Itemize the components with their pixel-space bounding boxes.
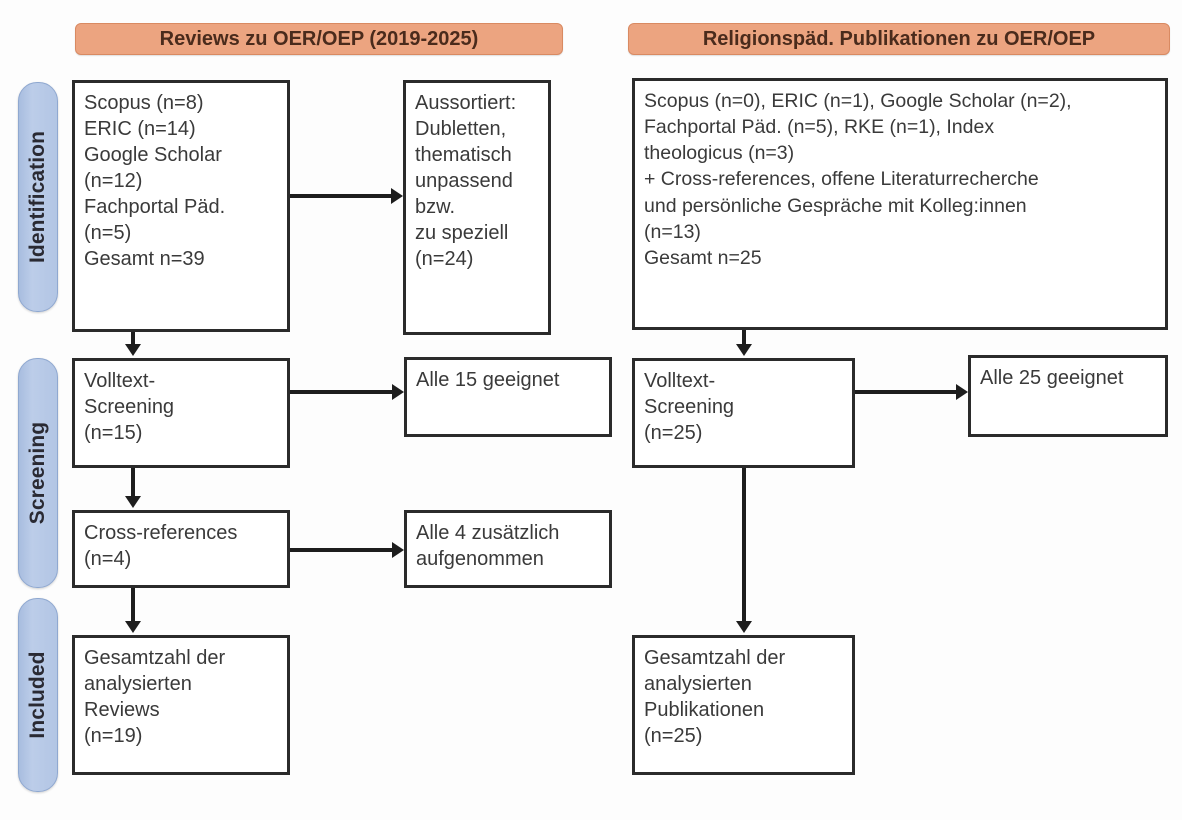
- connector-left-crossrefs-to-result: [290, 548, 392, 552]
- connector-right-sources-to-screening: [742, 330, 746, 346]
- arrowhead-right-sources-to-screening: [736, 344, 752, 356]
- phase-label-screening: Screening: [26, 421, 49, 525]
- box-left-fulltext-screening-text: Volltext- Screening (n=15): [84, 370, 175, 444]
- box-left-cross-result-text: Alle 4 zusätzlich aufgenommen: [416, 522, 560, 570]
- arrowhead-left-screening-to-result: [392, 384, 404, 400]
- phase-label-included: Included: [26, 651, 49, 739]
- box-left-excluded-text: Aussortiert: Dubletten, thematisch unpas…: [415, 92, 517, 270]
- connector-right-screening-to-result: [855, 390, 956, 394]
- box-right-included-total: Gesamtzahl der analysierten Publikatione…: [632, 635, 855, 775]
- connector-left-screening-to-crossrefs: [131, 468, 135, 498]
- column-header-reviews: Reviews zu OER/OEP (2019-2025): [75, 23, 563, 55]
- arrowhead-left-screening-to-crossrefs: [125, 496, 141, 508]
- box-left-fulltext-result: Alle 15 geeignet: [404, 357, 612, 437]
- box-left-fulltext-result-text: Alle 15 geeignet: [416, 369, 560, 391]
- box-left-cross-references-text: Cross-references (n=4): [84, 522, 238, 570]
- box-left-identification-sources: Scopus (n=8) ERIC (n=14) Google Scholar …: [72, 80, 290, 332]
- box-right-identification-sources: Scopus (n=0), ERIC (n=1), Google Scholar…: [632, 78, 1168, 330]
- arrowhead-left-sources-to-screening: [125, 344, 141, 356]
- column-header-publications-label: Religionspäd. Publikationen zu OER/OEP: [702, 27, 1096, 50]
- box-right-fulltext-screening-text: Volltext- Screening (n=25): [644, 370, 735, 444]
- column-header-publications: Religionspäd. Publikationen zu OER/OEP: [628, 23, 1170, 55]
- connector-left-crossrefs-to-included: [131, 588, 135, 623]
- box-left-included-total: Gesamtzahl der analysierten Reviews (n=1…: [72, 635, 290, 775]
- arrowhead-left-sources-to-excluded: [391, 188, 403, 204]
- box-left-fulltext-screening: Volltext- Screening (n=15): [72, 358, 290, 468]
- box-left-cross-references: Cross-references (n=4): [72, 510, 290, 588]
- box-left-included-total-text: Gesamtzahl der analysierten Reviews (n=1…: [84, 647, 226, 747]
- phase-pill-screening: Screening: [18, 358, 58, 588]
- connector-left-screening-to-result: [290, 390, 392, 394]
- box-right-fulltext-screening: Volltext- Screening (n=25): [632, 358, 855, 468]
- phase-label-identification: Identification: [26, 130, 49, 264]
- connector-left-sources-to-excluded: [290, 194, 391, 198]
- connector-right-screening-to-included: [742, 468, 746, 623]
- box-right-included-total-text: Gesamtzahl der analysierten Publikatione…: [644, 647, 786, 747]
- box-left-cross-result: Alle 4 zusätzlich aufgenommen: [404, 510, 612, 588]
- phase-pill-included: Included: [18, 598, 58, 792]
- box-right-identification-sources-text: Scopus (n=0), ERIC (n=1), Google Scholar…: [644, 90, 1072, 269]
- box-right-fulltext-result-text: Alle 25 geeignet: [980, 367, 1124, 389]
- arrowhead-right-screening-to-result: [956, 384, 968, 400]
- arrowhead-right-screening-to-included: [736, 621, 752, 633]
- connector-left-sources-to-screening: [131, 332, 135, 346]
- box-left-excluded: Aussortiert: Dubletten, thematisch unpas…: [403, 80, 551, 335]
- box-right-fulltext-result: Alle 25 geeignet: [968, 355, 1168, 437]
- arrowhead-left-crossrefs-to-included: [125, 621, 141, 633]
- phase-pill-identification: Identification: [18, 82, 58, 312]
- box-left-identification-sources-text: Scopus (n=8) ERIC (n=14) Google Scholar …: [84, 92, 226, 270]
- arrowhead-left-crossrefs-to-result: [392, 542, 404, 558]
- column-header-reviews-label: Reviews zu OER/OEP (2019-2025): [159, 27, 479, 50]
